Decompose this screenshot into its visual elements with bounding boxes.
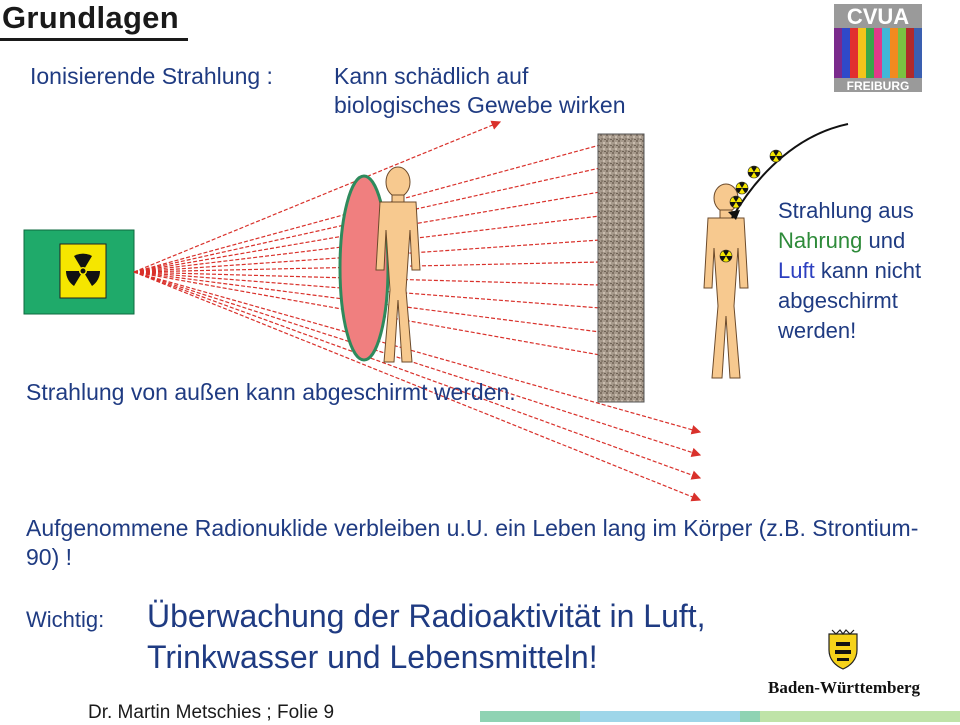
internal-note-line-1: Strahlung aus — [778, 198, 914, 223]
important-label: Wichtig: — [26, 607, 105, 632]
freiburg-logo-text: FREIBURG — [847, 79, 910, 92]
internal-note-line-2: Nahrung und — [778, 226, 960, 256]
important-line-1: Überwachung der Radioaktivität in Luft, — [147, 598, 706, 634]
ionizing-definition-line-1: Kann schädlich auf — [334, 63, 529, 89]
human-figure-outside — [375, 166, 421, 363]
state-label: Baden-Württemberg — [768, 678, 921, 697]
word-kann-nicht: kann nicht — [814, 258, 922, 283]
title-underline — [0, 38, 188, 41]
important-line-2: Trinkwasser und Lebensmitteln! — [147, 639, 598, 675]
internal-note-line-5: werden! — [778, 318, 857, 343]
skin-shield-ellipse — [338, 174, 390, 362]
word-nahrung: Nahrung — [778, 228, 863, 253]
internal-note-line-4: abgeschirmt — [778, 288, 898, 313]
human-figure-inside — [703, 183, 749, 379]
footer-author: Dr. Martin Metschies ; Folie 9 — [88, 702, 335, 723]
intake-arrowhead — [728, 210, 740, 220]
radiation-source — [23, 229, 135, 315]
slide-title: Grundlagen — [2, 0, 179, 35]
cvua-freiburg-logo: CVUA FREIBURG — [834, 4, 922, 92]
baden-wuerttemberg-crest-icon — [828, 629, 858, 670]
ionizing-definition-line-2: biologisches Gewebe wirken — [334, 92, 626, 118]
word-luft: Luft — [778, 258, 815, 283]
ionizing-radiation-label: Ionisierende Strahlung : — [30, 63, 273, 89]
stone-wall — [597, 133, 645, 403]
radiation-trefoil-icon — [65, 253, 101, 286]
internal-note-line-3: Luft kann nicht — [778, 256, 960, 286]
footer-color-bar — [0, 708, 960, 722]
external-radiation-note: Strahlung von außen kann abgeschirmt wer… — [26, 379, 516, 405]
radionuclide-particles — [719, 149, 783, 263]
important-statement: Überwachung der Radioaktivität in Luft, … — [147, 596, 706, 678]
cvua-logo-text: CVUA — [847, 4, 909, 29]
word-und: und — [862, 228, 906, 253]
internal-radiation-note: Strahlung aus Nahrung und Luft kann nich… — [778, 196, 960, 346]
radionuclides-note: Aufgenommene Radionuklide verbleiben u.U… — [26, 515, 919, 570]
radiation-illustration — [23, 120, 849, 502]
